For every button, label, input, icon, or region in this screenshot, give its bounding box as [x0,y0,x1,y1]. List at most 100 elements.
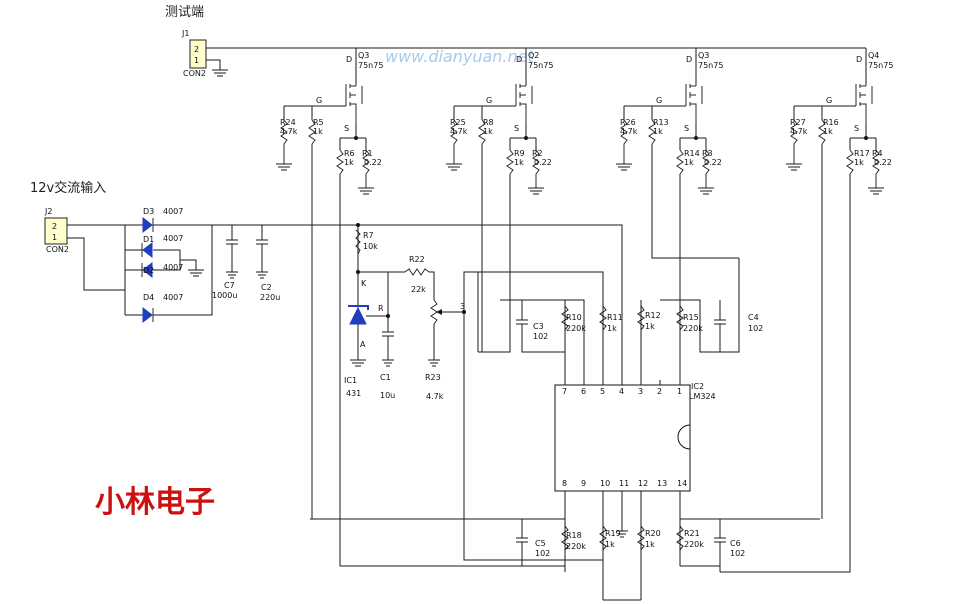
d3-val: 4007 [163,207,183,216]
j2-ref: J2 [44,207,52,216]
reference-circuit: R7 10k R22 22k K A R IC1 431 C1 10u R23 … [344,223,465,401]
mosfet-4-ref: Q4 [868,51,879,60]
mosfet-3-part: 75n75 [698,61,723,70]
r12-ref: R12 [645,311,661,320]
ic2-val: LM324 [689,392,716,401]
j1-pin2: 2 [194,45,199,54]
mosfet-2-sense-val: 0.22 [534,158,552,167]
mosfet-2-src-res-ref: R9 [514,149,525,158]
mosfet-4-sense-val: 0.22 [874,158,892,167]
d2-val: 4007 [163,263,183,272]
ic2-pin-top-7: 1 [677,387,682,396]
mosfet-3-source-label: S [684,124,689,133]
mosfet-4-drain-label: D [856,55,862,64]
ac-input-title: 12v交流输入 [30,180,106,196]
j1-ref: J1 [181,29,189,38]
mosfet-3-drain-label: D [686,55,692,64]
j2-type: CON2 [46,245,69,254]
c2-ref: C2 [261,283,272,292]
d1-ref: D1 [143,235,154,244]
mosfet-2-drain-label: D [516,55,522,64]
c4-ref: C4 [748,313,759,322]
r23-ref: R23 [425,373,441,382]
mosfet-2-ser-res-ref: R8 [483,118,494,127]
mosfet-1-ser-res-ref: R5 [313,118,324,127]
mosfet-2-sense-ref: R2 [532,149,543,158]
mosfet-3-src-res-val: 1k [684,158,694,167]
r20-val: 1k [645,540,655,549]
mosfet-3-ser-res-val: 1k [653,127,663,136]
j2-pin1: 1 [52,233,57,242]
r22-ref: R22 [409,255,425,264]
r7-ref: R7 [363,231,374,240]
ic2-pin-bottom-6: 13 [657,479,667,488]
mosfet-4-ser-res-val: 1k [823,127,833,136]
mosfet-2-ser-res-val: 1k [483,127,493,136]
mosfet-3-sense-val: 0.22 [704,158,722,167]
mosfet-3-ref: Q3 [698,51,709,60]
r19-ref: R19 [605,529,621,538]
r19-val: 1k [605,540,615,549]
ic2-pin-top-3: 5 [600,387,605,396]
ic1-ref: IC1 [344,376,357,385]
opamp-network: C3 102 R10 220k R1 1 1k R12 1k R15 220k C… [310,144,851,601]
ic1-k: K [361,279,367,288]
mosfet-3-gate-res-val: 4.7k [620,127,638,136]
brand-text: 小林电子 [95,485,215,520]
ic1-val: 431 [346,389,361,398]
mosfet-1-gate-label: G [316,96,322,105]
r22-val: 22k [411,285,426,294]
connector-j2: J2 2 1 CON2 [44,207,125,291]
c7-ref: C7 [224,281,235,290]
filter-capacitors: C7 1000u C2 220u [212,224,623,380]
mosfet-4-sense-ref: R4 [872,149,883,158]
j2-pin2: 2 [52,222,57,231]
mosfet-3-ser-res-ref: R13 [653,118,669,127]
c3-ref: C3 [533,322,544,331]
mosfet-4-ser-res-ref: R16 [823,118,839,127]
mosfet-4-src-res-val: 1k [854,158,864,167]
d4-val: 4007 [163,293,183,302]
test-port-title: 测试端 [165,5,204,20]
mosfet-1-src-res-val: 1k [344,158,354,167]
mosfet-stages: DGSQ375n75R244.7kR51kR61kR10.22DGSQ275n7… [276,48,893,195]
c7-val: 1000u [212,291,237,300]
mosfet-1-src-res-ref: R6 [344,149,355,158]
mosfet-2-gate-res-val: 4.7k [450,127,468,136]
mosfet-2-part: 75n75 [528,61,553,70]
r10-val: 220k [566,324,586,333]
ic2-pin-top-5: 3 [638,387,643,396]
mosfet-4-gate-label: G [826,96,832,105]
c2-val: 220u [260,293,280,302]
watermark-text: www.dianyuan.net [385,47,534,66]
mosfet-1-source-label: S [344,124,349,133]
ic2-ref: IC2 [691,382,704,391]
mosfet-2-gate-label: G [486,96,492,105]
mosfet-3-sense-ref: R3 [702,149,713,158]
r15-ref: R15 [683,313,699,322]
mosfet-4-part: 75n75 [868,61,893,70]
mosfet-1-sense-val: 0.22 [364,158,382,167]
mosfet-3-src-res-ref: R14 [684,149,700,158]
r18-ref: R18 [566,531,582,540]
mosfet-1-sense-ref: R1 [362,149,373,158]
mosfet-3-gate-res-ref: R26 [620,118,636,127]
d4-ref: D4 [143,293,154,302]
mosfet-2-src-res-val: 1k [514,158,524,167]
d3-ref: D3 [143,207,154,216]
r18-val: 220k [566,542,586,551]
r7-val: 10k [363,242,378,251]
mosfet-3-gate-label: G [656,96,662,105]
mosfet-2-source-label: S [514,124,519,133]
ic2-pin-top-6: 2 [657,387,662,396]
c5-val: 102 [535,549,550,558]
c3-val: 102 [533,332,548,341]
r10-ref: R10 [566,313,582,322]
mosfet-1-ser-res-val: 1k [313,127,323,136]
c1-val: 10u [380,391,395,400]
ic2-pin-top-2: 6 [581,387,586,396]
